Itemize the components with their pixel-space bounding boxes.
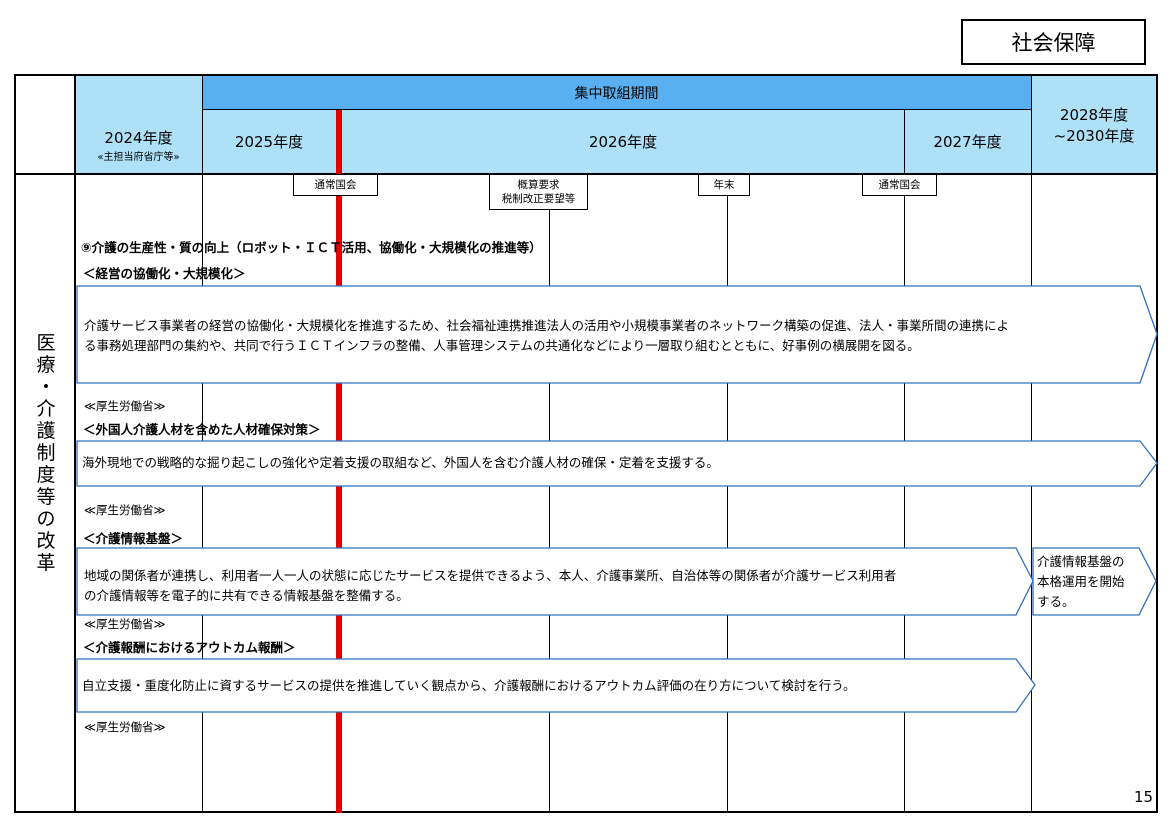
header-fy2024-sub: «主担当府省庁等» [97,152,180,163]
event-diet-2: 通常国会 [862,174,937,196]
item-ministry: ≪厚生労働省≫ [84,617,166,631]
side-label: 医療・介護制度等の改革 [35,332,57,574]
intensive-period-banner: 集中取組期間 [202,76,1031,109]
grid-line [727,175,728,812]
header-fy2024: 2024年度 [104,129,173,147]
page-number: 15 [1134,788,1154,806]
header-fy2028-line2: ~2030年度 [1053,126,1135,145]
item-arrow [76,285,1158,384]
item-text: 介護サービス事業者の経営の協働化・大規模化を推進するため、社会福祉連携推進法人の… [84,316,1009,356]
event-year-end: 年末 [698,174,750,196]
item-heading: ＜介護報酬におけるアウトカム報酬＞ [83,640,296,655]
category-tag: 社会保障 [961,19,1146,65]
event-diet-1: 通常国会 [293,174,378,196]
item-ministry: ≪厚生労働省≫ [84,720,166,734]
followup-arrow [1032,547,1157,616]
item-arrow [76,440,1158,487]
header-fy2028-line1: 2028年度 [1059,105,1129,124]
event-budget-line1: 概算要求 [517,179,560,191]
roadmap-frame [14,74,1158,813]
item-arrow [76,658,1036,713]
item-heading: ＜外国人介護人材を含めた人材確保対策＞ [83,422,321,437]
event-budget-request: 概算要求 税制改正要望等 [489,174,588,210]
item-text: 海外現地での戦略的な掘り起こしの強化や定着支援の取組など、外国人を含む介護人材の… [82,455,719,470]
item-text: 自立支援・重度化防止に資するサービスの提供を推進していく観点から、介護報酬におけ… [82,678,856,693]
header-fy2028-2030: 2028年度 ~2030年度 [1032,76,1156,173]
item-heading: ＜経営の協働化・大規模化＞ [83,266,246,281]
grid-line [549,175,550,812]
item-arrow [76,547,1034,616]
item-text-line1: 地域の関係者が連携し、利用者一人一人の状態に応じたサービスを提供できるよう、本人… [84,568,897,583]
item-heading: ＜介護情報基盤＞ [83,531,184,546]
item-text-line2: の介護情報等を電子的に共有できる情報基盤を整備する。 [84,588,409,603]
followup-text: 介護情報基盤の 本格運用を開始 する。 [1037,552,1125,612]
header-fy2025: 2025年度 [202,110,336,173]
event-budget-line2: 税制改正要望等 [501,193,576,205]
section-title: ⑨介護の生産性・質の向上（ロボット・ＩＣＴ活用、協働化・大規模化の推進等） [81,240,542,255]
side-label-text: 医療・介護制度等の改革 [36,332,56,574]
followup-line1: 介護情報基盤の [1037,554,1125,569]
item-text: 地域の関係者が連携し、利用者一人一人の状態に応じたサービスを提供できるよう、本人… [84,566,896,606]
header-fy2027: 2027年度 [904,110,1031,173]
item-text-line2: る事務処理部門の集約や、共同で行うＩＣＴインフラの整備、人事管理システムの共通化… [84,338,920,353]
followup-line3: する。 [1037,594,1075,609]
header-divider [202,109,1031,110]
item-ministry: ≪厚生労働省≫ [84,503,166,517]
followup-line2: 本格運用を開始 [1037,574,1125,589]
item-text-line1: 介護サービス事業者の経営の協働化・大規模化を推進するため、社会福祉連携推進法人の… [84,318,1010,333]
grid-line [74,76,76,812]
item-ministry: ≪厚生労働省≫ [84,399,166,413]
header-2024-cell: 2024年度 «主担当府省庁等» [75,76,202,173]
header-fy2026: 2026年度 [342,110,904,173]
